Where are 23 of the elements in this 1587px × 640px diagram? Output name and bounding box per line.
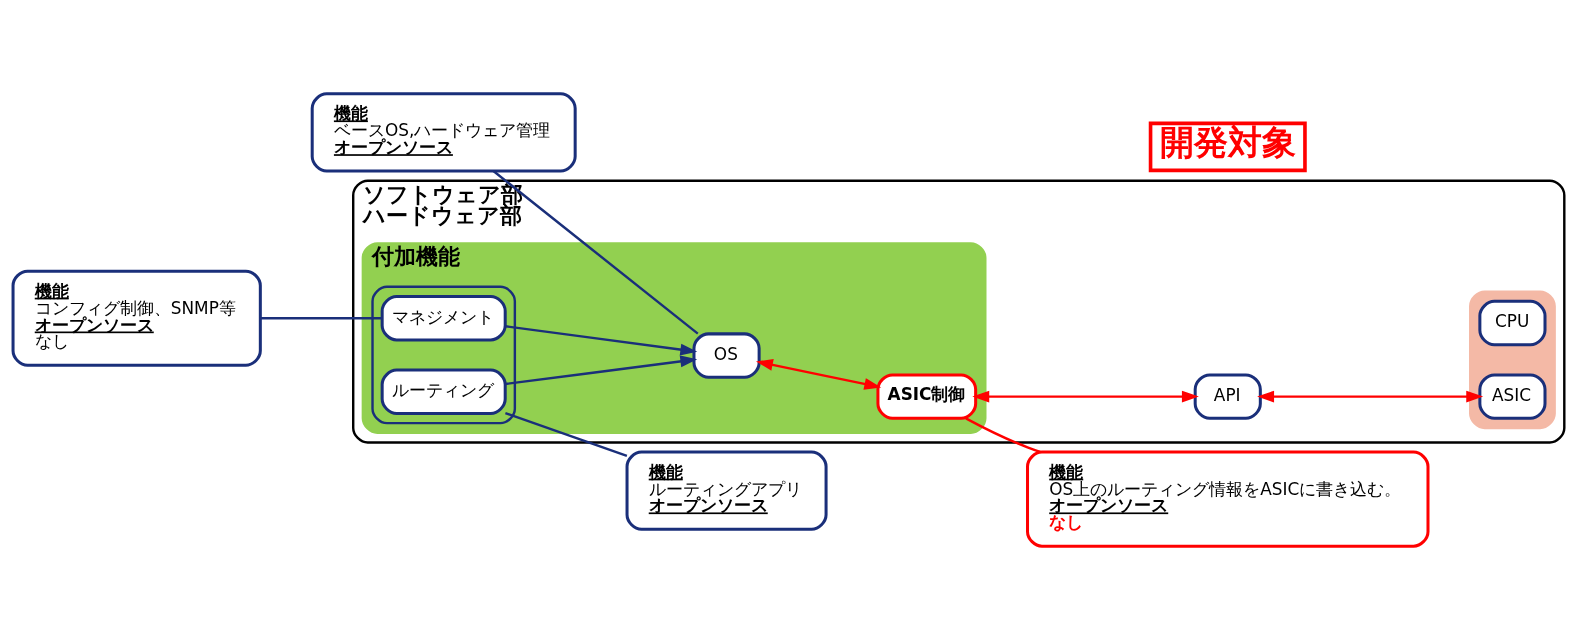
node-box: 機能 ルーティングアプリ オープンソース	[625, 450, 828, 531]
arrow	[505, 355, 698, 386]
node-box: ASIC	[1478, 373, 1547, 420]
node-box: ルーティング	[380, 368, 507, 415]
node-box: 開発対象	[1148, 121, 1307, 173]
arrow	[972, 390, 1199, 403]
arrow	[1257, 390, 1484, 403]
connector	[965, 417, 1041, 454]
node-box: OS	[692, 332, 761, 379]
node-box: ASIC制御	[876, 373, 978, 420]
arrow	[755, 359, 882, 390]
node-box: マネジメント	[380, 294, 507, 342]
node-box: CPU	[1478, 299, 1547, 347]
arrow	[505, 325, 698, 356]
cluster	[1469, 290, 1556, 430]
node-box: 機能 コンフィグ制御、SNMP等 オープンソース なし	[11, 269, 262, 367]
connector	[505, 411, 628, 458]
node-box: 機能 OS上のルーティング情報をASICに書き込む。 オープンソース なし	[1026, 450, 1430, 548]
connector	[492, 170, 699, 335]
connector	[260, 317, 382, 320]
node-box: 機能 ベースOS,ハードウェア管理 オープンソース	[310, 92, 577, 173]
node-box: API	[1193, 373, 1262, 420]
cluster	[371, 285, 517, 425]
